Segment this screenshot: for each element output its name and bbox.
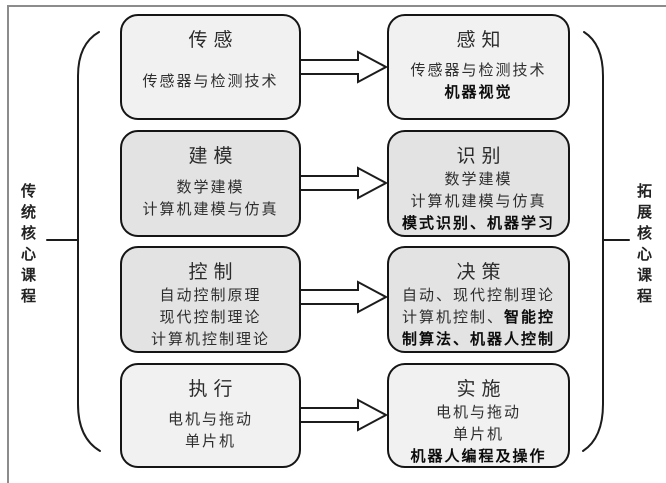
course-box-shibie: 识别 数学建模计算机建模与仿真模式识别、机器学习 [387, 130, 570, 237]
box-line: 单片机 [452, 425, 504, 443]
course-box-kongzhi: 控制 自动控制原理现代控制理论计算机控制理论 [120, 246, 301, 353]
box-title: 控制 [188, 261, 239, 283]
box-line: 计算机控制、智能控 [401, 308, 556, 326]
box-line: 数学建模 [176, 177, 245, 196]
box-line: 电机与拖动 [167, 409, 253, 428]
box-title: 决策 [456, 261, 507, 283]
box-title: 实施 [456, 378, 507, 400]
box-line: 模式识别、机器学习 [401, 214, 555, 232]
course-box-chuangan: 传感 传感器与检测技术 [120, 14, 301, 120]
flow-arrow-4 [299, 398, 389, 432]
box-title: 传感 [188, 29, 239, 51]
box-line: 机器视觉 [444, 83, 513, 101]
box-title: 执行 [188, 378, 239, 400]
box-body: 电机与拖动单片机 [126, 401, 295, 458]
box-line: 机器人编程及操作 [410, 447, 547, 465]
right-brace [582, 31, 604, 452]
box-body: 传感器与检测技术 [126, 52, 295, 110]
course-box-shishi: 实施 电机与拖动单片机机器人编程及操作 [387, 363, 570, 468]
box-body: 电机与拖动单片机机器人编程及操作 [393, 401, 564, 467]
box-line: 自动控制原理 [159, 286, 262, 304]
flow-arrow-2 [299, 166, 389, 200]
box-line: 计算机控制理论 [150, 330, 270, 348]
box-line: 现代控制理论 [159, 308, 262, 326]
box-title: 识别 [456, 145, 507, 167]
box-line: 计算机建模与仿真 [142, 199, 279, 218]
course-box-juece: 决策 自动、现代控制理论计算机控制、智能控制算法、机器人控制 [387, 246, 570, 353]
box-title: 建模 [188, 145, 239, 167]
box-line: 计算机建模与仿真 [410, 192, 547, 210]
box-line: 电机与拖动 [435, 403, 521, 421]
course-box-zhixing: 执行 电机与拖动单片机 [120, 363, 301, 468]
box-body: 数学建模计算机建模与仿真 [126, 168, 295, 227]
flow-arrow-3 [299, 280, 389, 314]
box-body: 传感器与检测技术机器视觉 [393, 52, 564, 110]
box-line: 制算法、机器人控制 [401, 330, 555, 348]
flow-arrow-1 [299, 50, 389, 84]
right-group-label: 拓展核心课程 [635, 183, 653, 309]
course-box-jianmo: 建模 数学建模计算机建模与仿真 [120, 130, 301, 237]
box-body: 自动、现代控制理论计算机控制、智能控制算法、机器人控制 [393, 284, 564, 350]
box-line: 单片机 [184, 431, 236, 450]
course-box-ganzhi: 感知 传感器与检测技术机器视觉 [387, 14, 570, 120]
left-brace [77, 31, 101, 452]
box-line: 传感器与检测技术 [410, 61, 547, 79]
box-line: 数学建模 [444, 170, 513, 188]
box-body: 数学建模计算机建模与仿真模式识别、机器学习 [393, 168, 564, 234]
box-line: 自动、现代控制理论 [401, 286, 555, 304]
box-line: 传感器与检测技术 [142, 72, 279, 90]
box-title: 感知 [456, 29, 507, 51]
left-group-label: 传统核心课程 [19, 183, 37, 309]
page-border-top [8, 5, 666, 7]
box-body: 自动控制原理现代控制理论计算机控制理论 [126, 284, 295, 350]
page-border-left [7, 5, 9, 483]
